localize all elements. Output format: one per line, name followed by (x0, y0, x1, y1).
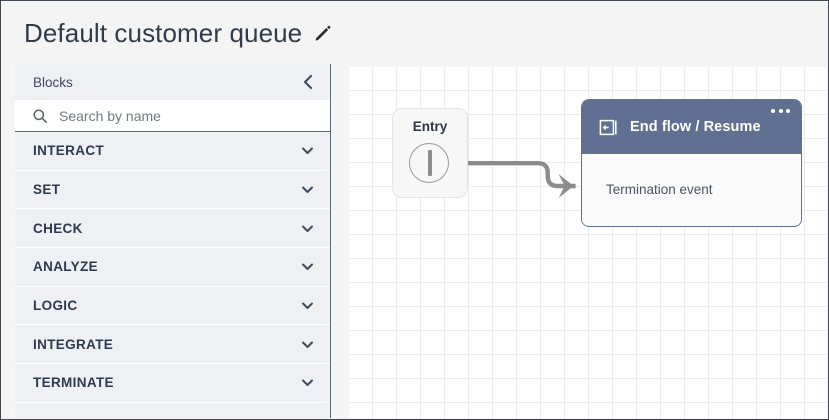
search-row[interactable] (15, 100, 330, 132)
sidebar-category-check[interactable]: CHECK (15, 209, 330, 249)
chevron-left-icon[interactable] (298, 72, 318, 92)
page-header: Default customer queue (2, 2, 828, 64)
sidebar-category-terminate[interactable]: TERMINATE (15, 364, 330, 403)
block-header: End flow / Resume (582, 100, 801, 154)
sidebar-header: Blocks (15, 64, 330, 100)
sidebar-category-logic[interactable]: LOGIC (15, 286, 330, 326)
sidebar-category-set[interactable]: SET (15, 170, 330, 210)
category-label: CHECK (33, 220, 83, 236)
entry-node[interactable]: Entry (393, 109, 467, 197)
category-label: INTERACT (33, 143, 105, 159)
category-label: TERMINATE (33, 375, 114, 391)
category-label: LOGIC (33, 298, 78, 314)
block-body: Termination event (582, 154, 801, 225)
category-label: SET (33, 182, 61, 198)
chevron-down-icon[interactable] (298, 142, 316, 160)
chevron-down-icon[interactable] (298, 297, 316, 315)
end-flow-icon (598, 117, 618, 137)
search-input[interactable] (59, 107, 299, 124)
flow-canvas[interactable]: Entry End flow / Resume (349, 67, 827, 418)
sidebar-title: Blocks (33, 74, 73, 90)
chevron-down-icon[interactable] (298, 181, 316, 199)
blocks-sidebar: Blocks INTERACT (15, 64, 331, 418)
chevron-down-icon[interactable] (298, 219, 316, 237)
connector-port-icon[interactable] (409, 143, 449, 183)
category-label: ANALYZE (33, 259, 98, 275)
category-label: INTEGRATE (33, 336, 114, 352)
chevron-down-icon[interactable] (298, 258, 316, 276)
entry-port-bar (428, 150, 432, 176)
chevron-down-icon[interactable] (298, 335, 316, 353)
block-body-text: Termination event (606, 182, 713, 197)
pencil-icon[interactable] (313, 24, 332, 43)
block-title: End flow / Resume (630, 119, 761, 135)
search-icon (31, 107, 49, 125)
chevron-down-icon[interactable] (298, 374, 316, 392)
entry-node-label: Entry (412, 119, 448, 134)
end-flow-resume-block[interactable]: End flow / Resume Termination event (581, 99, 802, 227)
sidebar-category-interact[interactable]: INTERACT (15, 132, 330, 171)
page-title: Default customer queue (24, 18, 303, 48)
kebab-menu-icon[interactable] (771, 109, 790, 113)
sidebar-category-analyze[interactable]: ANALYZE (15, 248, 330, 287)
sidebar-category-integrate[interactable]: INTEGRATE (15, 325, 330, 365)
block-category-list: INTERACT SET CHECK ANALYZE (15, 132, 330, 403)
